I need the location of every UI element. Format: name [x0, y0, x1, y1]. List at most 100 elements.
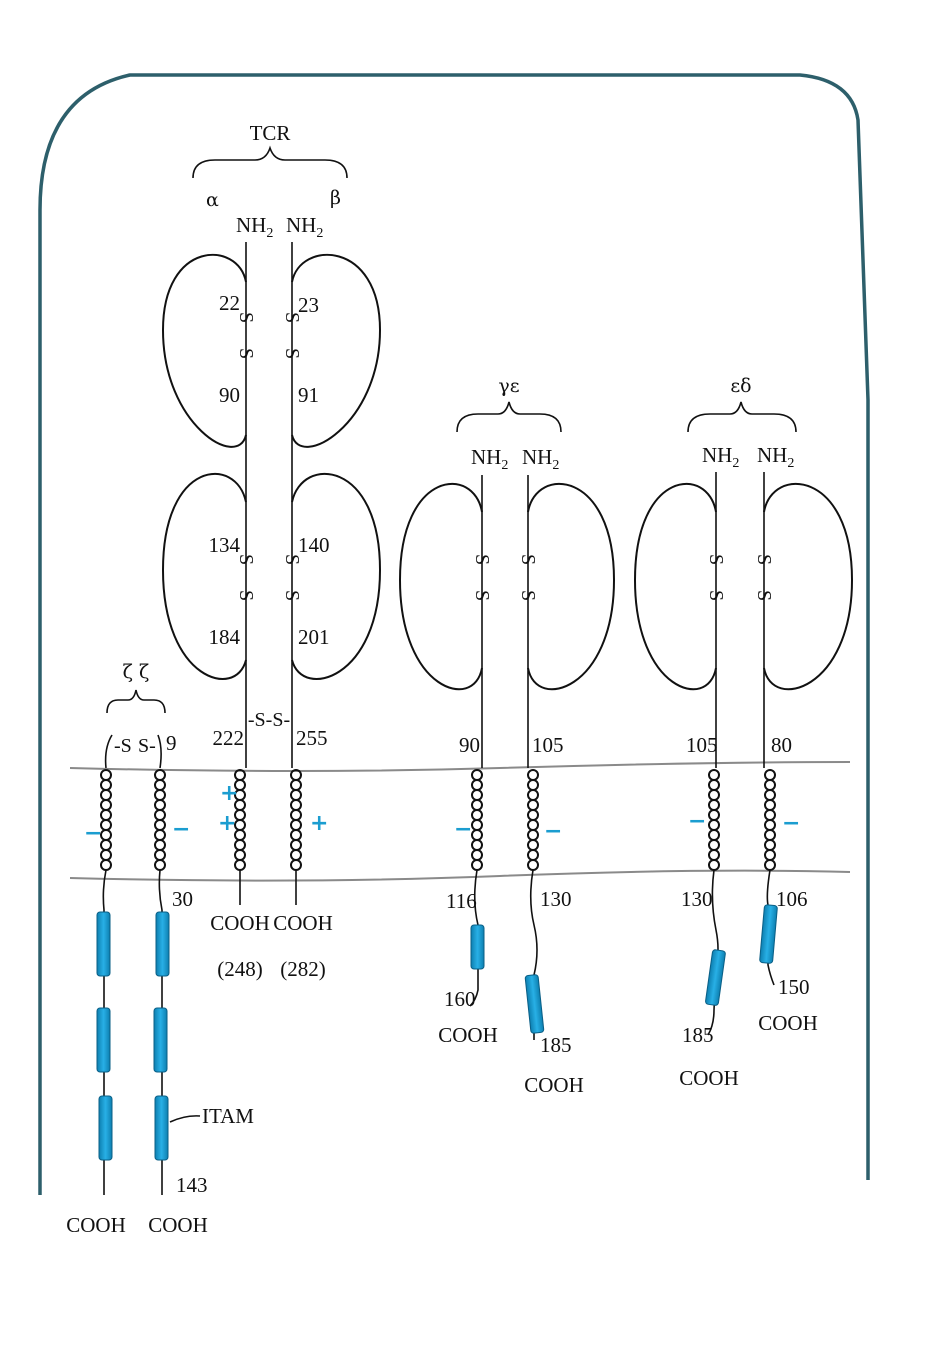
alpha-residue-22: 22	[219, 291, 240, 315]
gamma-transmembrane-helix	[471, 769, 483, 871]
delta-cooh: COOH	[758, 1011, 818, 1035]
zeta-residue-30: 30	[172, 887, 193, 911]
delta-ig-domain	[763, 482, 854, 691]
beta-residue-255: 255	[296, 726, 328, 750]
beta-transmembrane-helix	[290, 769, 302, 871]
zeta-right-transmembrane-helix	[154, 769, 166, 871]
epsilon-delta-label: εδ	[730, 375, 751, 397]
gamma-residue-160: 160	[444, 987, 476, 1011]
alpha-length: (248)	[217, 957, 263, 981]
delta-residue-150: 150	[778, 975, 810, 999]
gamma-nh2-label: NH2	[471, 445, 508, 473]
epsilon2-cooh: COOH	[679, 1066, 739, 1090]
svg-text:S: S	[235, 348, 257, 359]
alpha-cooh: COOH	[210, 911, 270, 935]
zeta-label: ζ ζ	[123, 661, 150, 683]
alpha-constant-domain	[161, 472, 247, 681]
cell-membrane	[69, 761, 851, 882]
gamma-residue-90: 90	[459, 733, 480, 757]
zeta-left-negative-charge: −	[84, 821, 102, 846]
alpha-chain-label: α	[206, 189, 219, 211]
epsilon-residue-185: 185	[540, 1033, 572, 1057]
beta-residue-140: 140	[298, 533, 330, 557]
gamma-epsilon-label: γε	[498, 375, 519, 397]
svg-text:S: S	[235, 554, 257, 565]
alpha-residue-134: 134	[209, 533, 241, 557]
svg-text:S: S	[281, 348, 303, 359]
delta-transmembrane-helix	[764, 769, 776, 871]
gamma-itam	[470, 924, 485, 970]
beta-cooh: COOH	[273, 911, 333, 935]
epsilon2-residue-130: 130	[681, 887, 713, 911]
alpha-residue-222: 222	[213, 726, 245, 750]
epsilon2-negative-charge: −	[688, 809, 706, 834]
tcr-bracket	[192, 145, 348, 179]
delta-nh2-label: NH2	[757, 443, 794, 471]
gamma-ig-domain	[398, 482, 483, 691]
beta-chain	[291, 242, 382, 768]
beta-chain-label: β	[330, 187, 341, 209]
svg-text:S: S	[753, 590, 775, 601]
alpha-positive-charge-2: +	[218, 811, 236, 836]
delta-residue-106: 106	[776, 887, 808, 911]
zeta-left-ss: -S	[114, 735, 132, 757]
alpha-positive-charge-1: +	[220, 781, 238, 806]
interchain-disulfide: -S-S-	[248, 709, 290, 731]
itam-label: ITAM	[202, 1104, 254, 1128]
zeta-right-ss: S-	[138, 735, 156, 757]
tcr-title: TCR	[250, 121, 291, 145]
svg-text:S: S	[281, 312, 303, 323]
epsilon-transmembrane-helix	[527, 769, 539, 871]
alpha-residue-90: 90	[219, 383, 240, 407]
beta-residue-91: 91	[298, 383, 319, 407]
epsilon-cooh: COOH	[524, 1073, 584, 1097]
epsilon-residue-130: 130	[540, 887, 572, 911]
alpha-residue-184: 184	[209, 625, 241, 649]
beta-nh2-label: NH2	[286, 213, 323, 241]
epsilon-ig-domain	[527, 482, 616, 691]
svg-text:S: S	[471, 554, 493, 565]
epsilon2-nh2-label: NH2	[702, 443, 739, 471]
alpha-nh2-label: NH2	[236, 213, 273, 241]
delta-residue-80: 80	[771, 733, 792, 757]
beta-residue-201: 201	[298, 625, 330, 649]
zeta-residue-143: 143	[176, 1173, 208, 1197]
svg-text:S: S	[705, 554, 727, 565]
zeta-residue-9: 9	[166, 731, 177, 755]
alpha-chain	[161, 242, 247, 768]
zeta-left-transmembrane-helix	[100, 769, 112, 871]
gamma-residue-116: 116	[446, 889, 477, 913]
delta-negative-charge: −	[782, 811, 800, 836]
beta-length: (282)	[280, 957, 326, 981]
alpha-variable-domain	[161, 253, 247, 448]
svg-text:S: S	[235, 312, 257, 323]
beta-residue-23: 23	[298, 293, 319, 317]
tcr-disulfide-bonds: S S S S S S S S	[235, 312, 303, 601]
epsilon-nh2-label: NH2	[522, 445, 559, 473]
gamma-cooh: COOH	[438, 1023, 498, 1047]
svg-text:S: S	[517, 554, 539, 565]
zeta-zeta-dimer: ζ ζ -S S- 9 − − 30	[66, 661, 254, 1237]
svg-text:S: S	[235, 590, 257, 601]
zeta-right-cooh: COOH	[148, 1213, 208, 1237]
tcr-group: TCR α β NH2 NH2 S S S S S S S S 22 90	[161, 121, 382, 981]
svg-text:S: S	[705, 590, 727, 601]
delta-itam	[759, 904, 778, 964]
epsilon-delta-dimer: εδ NH2 NH2 S S S S 105 80 − − 130 106	[633, 375, 854, 1090]
svg-text:S: S	[471, 590, 493, 601]
svg-text:S: S	[753, 554, 775, 565]
zeta-left-cooh: COOH	[66, 1213, 126, 1237]
beta-variable-domain	[291, 253, 382, 448]
epsilon2-residue-185: 185	[682, 1023, 714, 1047]
epsilon-residue-105: 105	[532, 733, 564, 757]
beta-positive-charge: +	[310, 811, 328, 836]
epsilon-negative-charge: −	[544, 819, 562, 844]
slide-frame	[38, 73, 870, 1195]
beta-constant-domain	[291, 472, 382, 681]
epsilon2-transmembrane-helix	[708, 769, 720, 871]
gamma-epsilon-dimer: γε NH2 NH2 S S S S 90 105 − − 116 130	[398, 375, 616, 1097]
svg-text:S: S	[281, 554, 303, 565]
zeta-right-negative-charge: −	[172, 817, 190, 842]
epsilon2-ig-domain	[633, 482, 717, 691]
